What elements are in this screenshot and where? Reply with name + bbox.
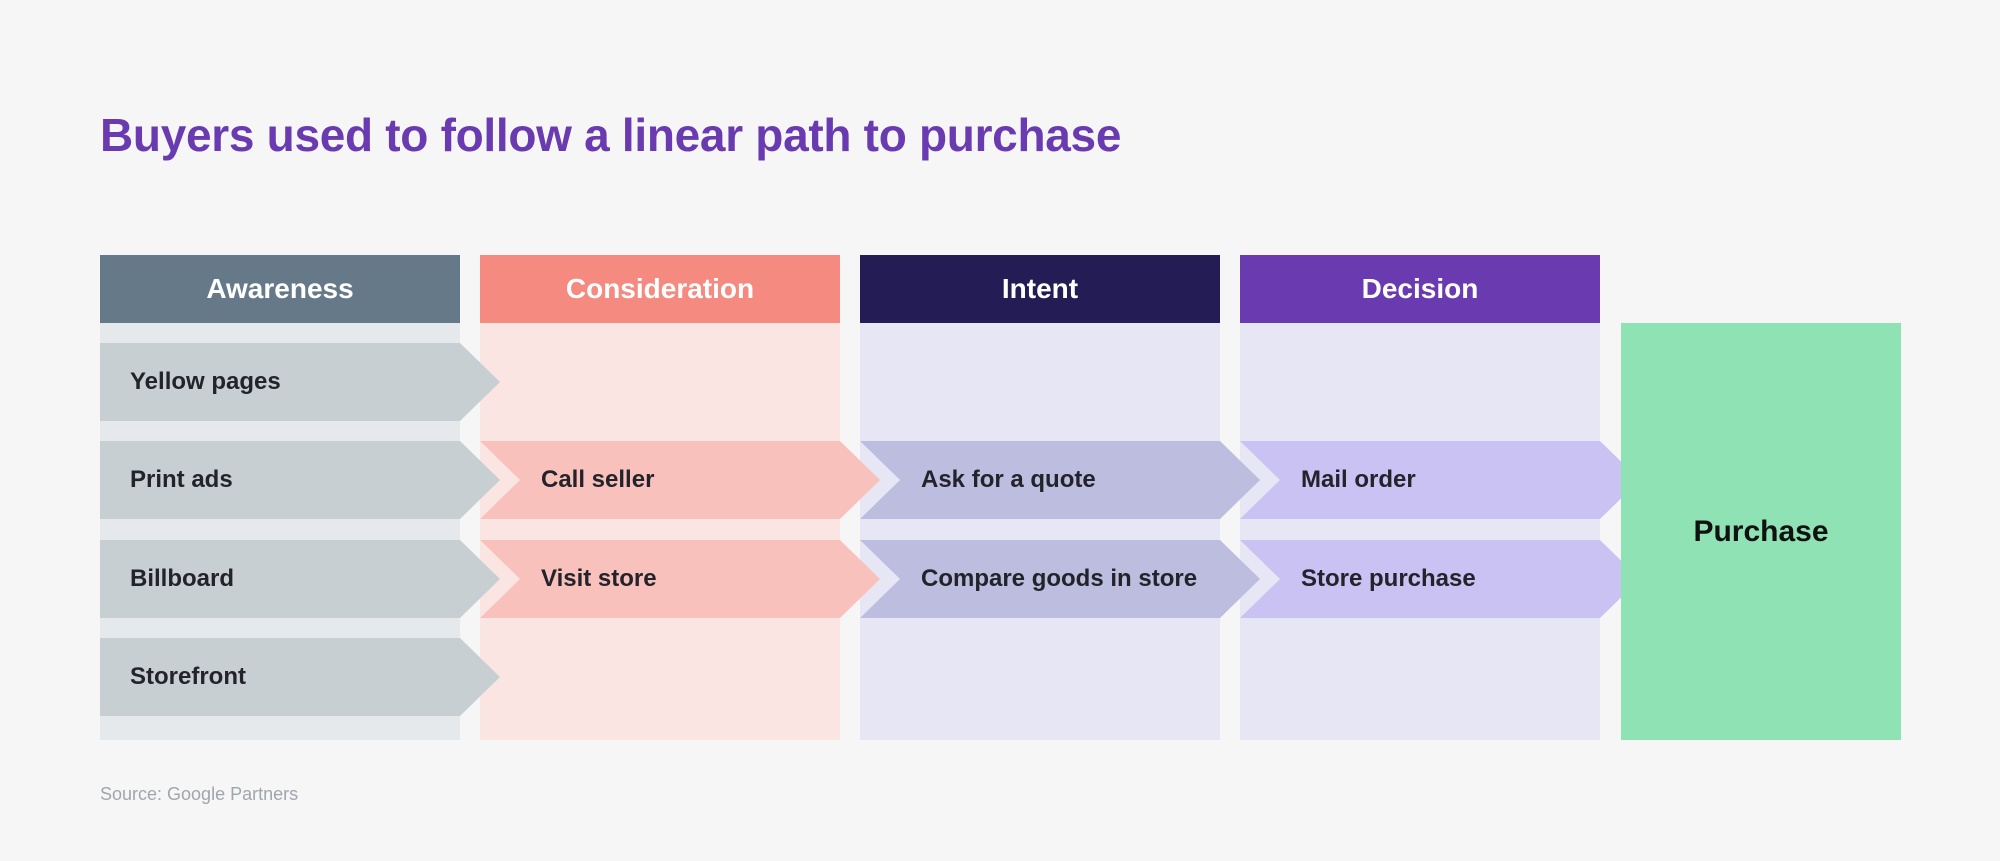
chevron-ask-for-a-quote: Ask for a quote xyxy=(860,441,1260,519)
purchase-outcome-box: Purchase xyxy=(1621,323,1901,740)
stage-decision: Decision xyxy=(1240,255,1600,740)
stage-body-intent xyxy=(860,323,1220,740)
chevron-visit-store: Visit store xyxy=(480,540,880,618)
chevron-mail-order: Mail order xyxy=(1240,441,1640,519)
chevron-compare-goods-in-store: Compare goods in store xyxy=(860,540,1260,618)
source-note: Source: Google Partners xyxy=(100,784,299,804)
stage-consideration: Consideration xyxy=(480,255,840,740)
chevron-storefront: Storefront xyxy=(100,638,500,716)
diagram-title: Buyers used to follow a linear path to p… xyxy=(100,109,1122,161)
chevron-print-ads: Print ads xyxy=(100,441,500,519)
stage-header-consideration: Consideration xyxy=(480,255,840,323)
stage-body-consideration xyxy=(480,323,840,740)
stage-intent: Intent xyxy=(860,255,1220,740)
stage-header-awareness: Awareness xyxy=(100,255,460,323)
stage-header-intent: Intent xyxy=(860,255,1220,323)
chevron-store-purchase: Store purchase xyxy=(1240,540,1640,618)
chevron-call-seller: Call seller xyxy=(480,441,880,519)
chevron-billboard: Billboard xyxy=(100,540,500,618)
stage-header-decision: Decision xyxy=(1240,255,1600,323)
stage-body-decision xyxy=(1240,323,1600,740)
chevron-yellow-pages: Yellow pages xyxy=(100,343,500,421)
